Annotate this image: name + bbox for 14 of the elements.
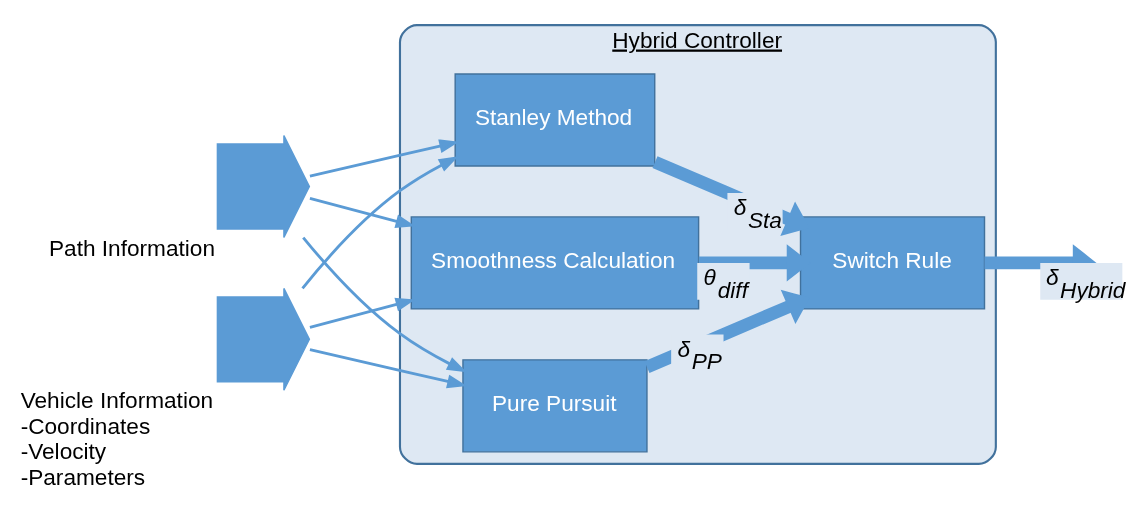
node-box: Pure Pursuit: [462, 359, 648, 453]
node-box: Stanley Method: [454, 73, 656, 167]
arrow: [301, 156, 459, 290]
node-arrow: [216, 134, 311, 239]
node-label: -Velocity: [20, 439, 107, 465]
node-label: Path Information: [48, 235, 215, 261]
node-label: Vehicle Information: [20, 388, 214, 414]
node-label: -Parameters: [20, 464, 146, 490]
arrow: [309, 348, 467, 389]
node-label: -Coordinates: [20, 413, 151, 439]
arrow: [302, 236, 467, 373]
node-box: Smoothness Calculation: [410, 216, 700, 310]
node-arrow: [216, 287, 311, 391]
node-box: Switch Rule: [799, 216, 986, 310]
